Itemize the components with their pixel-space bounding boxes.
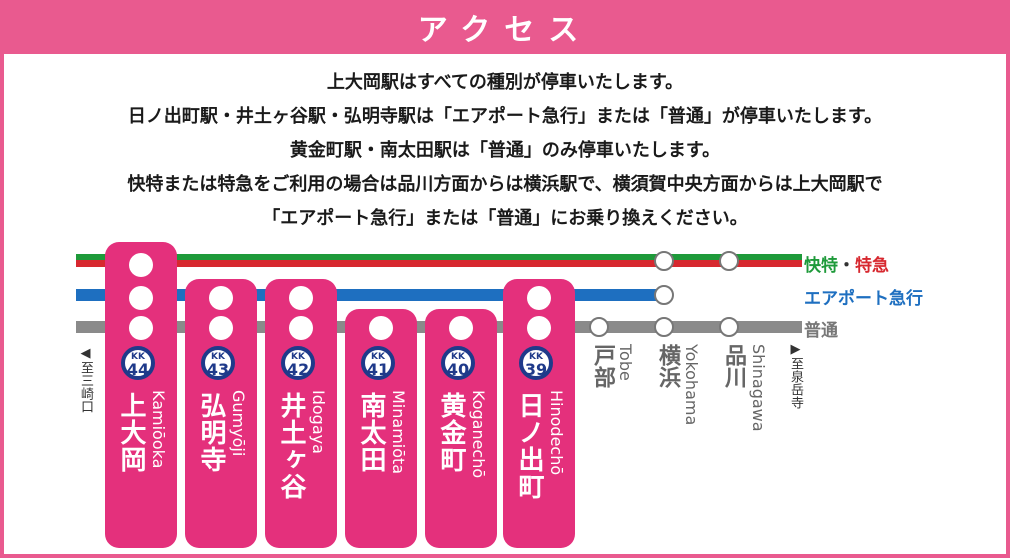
access-notes: 上大岡駅はすべての種別が停車いたします。 日ノ出町駅・井土ヶ谷駅・弘明寺駅は「エ…: [4, 66, 1006, 236]
note-line: 日ノ出町駅・井土ヶ谷駅・弘明寺駅は「エアポート急行」または「普通」が停車いたしま…: [127, 106, 883, 127]
station-name-en: Koganechō: [469, 390, 488, 479]
station-yokohama-jp: 横浜: [655, 344, 680, 388]
note-line: 黄金町駅・南太田駅は「普通」のみ停車いたします。: [289, 140, 721, 161]
station-name-en: Gumyōji: [229, 390, 248, 457]
note-line: 快特または特急をご利用の場合は品川方面からは横浜駅で、横須賀中央方面からは上大岡…: [127, 174, 883, 195]
station-name-jp: 日ノ出町: [514, 392, 544, 500]
station-name-en: Idogaya: [309, 390, 328, 454]
station-name-en: Hinodechō: [547, 390, 566, 476]
station-yokohama-en: Yokohama: [682, 344, 701, 426]
station-name-jp: 弘明寺: [196, 392, 226, 473]
station-name-jp: 上大岡: [116, 392, 146, 473]
station-name-en: Minamiōta: [389, 390, 408, 475]
local-stop-dot: [449, 316, 473, 340]
legend-express-label: 快特・特急: [804, 256, 889, 276]
yokohama-express-stop: [654, 251, 674, 271]
station-name-jp: 井土ヶ谷: [276, 392, 306, 500]
yokohama-airport-stop: [654, 285, 674, 305]
tobe-local-stop: [589, 317, 609, 337]
station-name-jp: 南太田: [356, 392, 386, 473]
legend-airport: エアポート急行: [804, 289, 923, 309]
airport-stop-dot: [527, 286, 551, 310]
local-stop-dot: [289, 316, 313, 340]
shinagawa-local-stop: [719, 317, 739, 337]
legend-local: 普通: [804, 321, 838, 341]
express-line-green: [76, 254, 802, 260]
airport-stop-dot: [289, 286, 313, 310]
local-stop-dot: [129, 316, 153, 340]
station-name-en: Kamiōoka: [149, 390, 168, 469]
direction-left: ◀至三崎口: [78, 346, 93, 413]
yokohama-local-stop: [654, 317, 674, 337]
shinagawa-express-stop: [719, 251, 739, 271]
express-line-red: [76, 260, 802, 267]
airport-stop-dot: [209, 286, 233, 310]
local-stop-dot: [209, 316, 233, 340]
station-tobe-en: Tobe: [616, 344, 635, 381]
access-panel: 上大岡駅はすべての種別が停車いたします。 日ノ出町駅・井土ヶ谷駅・弘明寺駅は「エ…: [4, 54, 1006, 554]
station-tobe-jp: 戸部: [590, 344, 615, 388]
local-stop-dot: [527, 316, 551, 340]
station-name-jp: 黄金町: [436, 392, 466, 473]
local-stop-dot: [369, 316, 393, 340]
page-title: アクセス: [417, 13, 593, 48]
direction-right: ▶至泉岳寺: [788, 342, 803, 409]
legend-express: 快特・特急: [804, 251, 889, 276]
station-shinagawa-jp: 品川: [721, 344, 746, 388]
note-line: 上大岡駅はすべての種別が停車いたします。: [326, 72, 684, 93]
station-shinagawa-en: Shinagawa: [749, 344, 768, 432]
note-line: 「エアポート急行」または「普通」にお乗り換えください。: [262, 208, 748, 229]
express-stop-dot: [129, 253, 153, 277]
airport-stop-dot: [129, 286, 153, 310]
